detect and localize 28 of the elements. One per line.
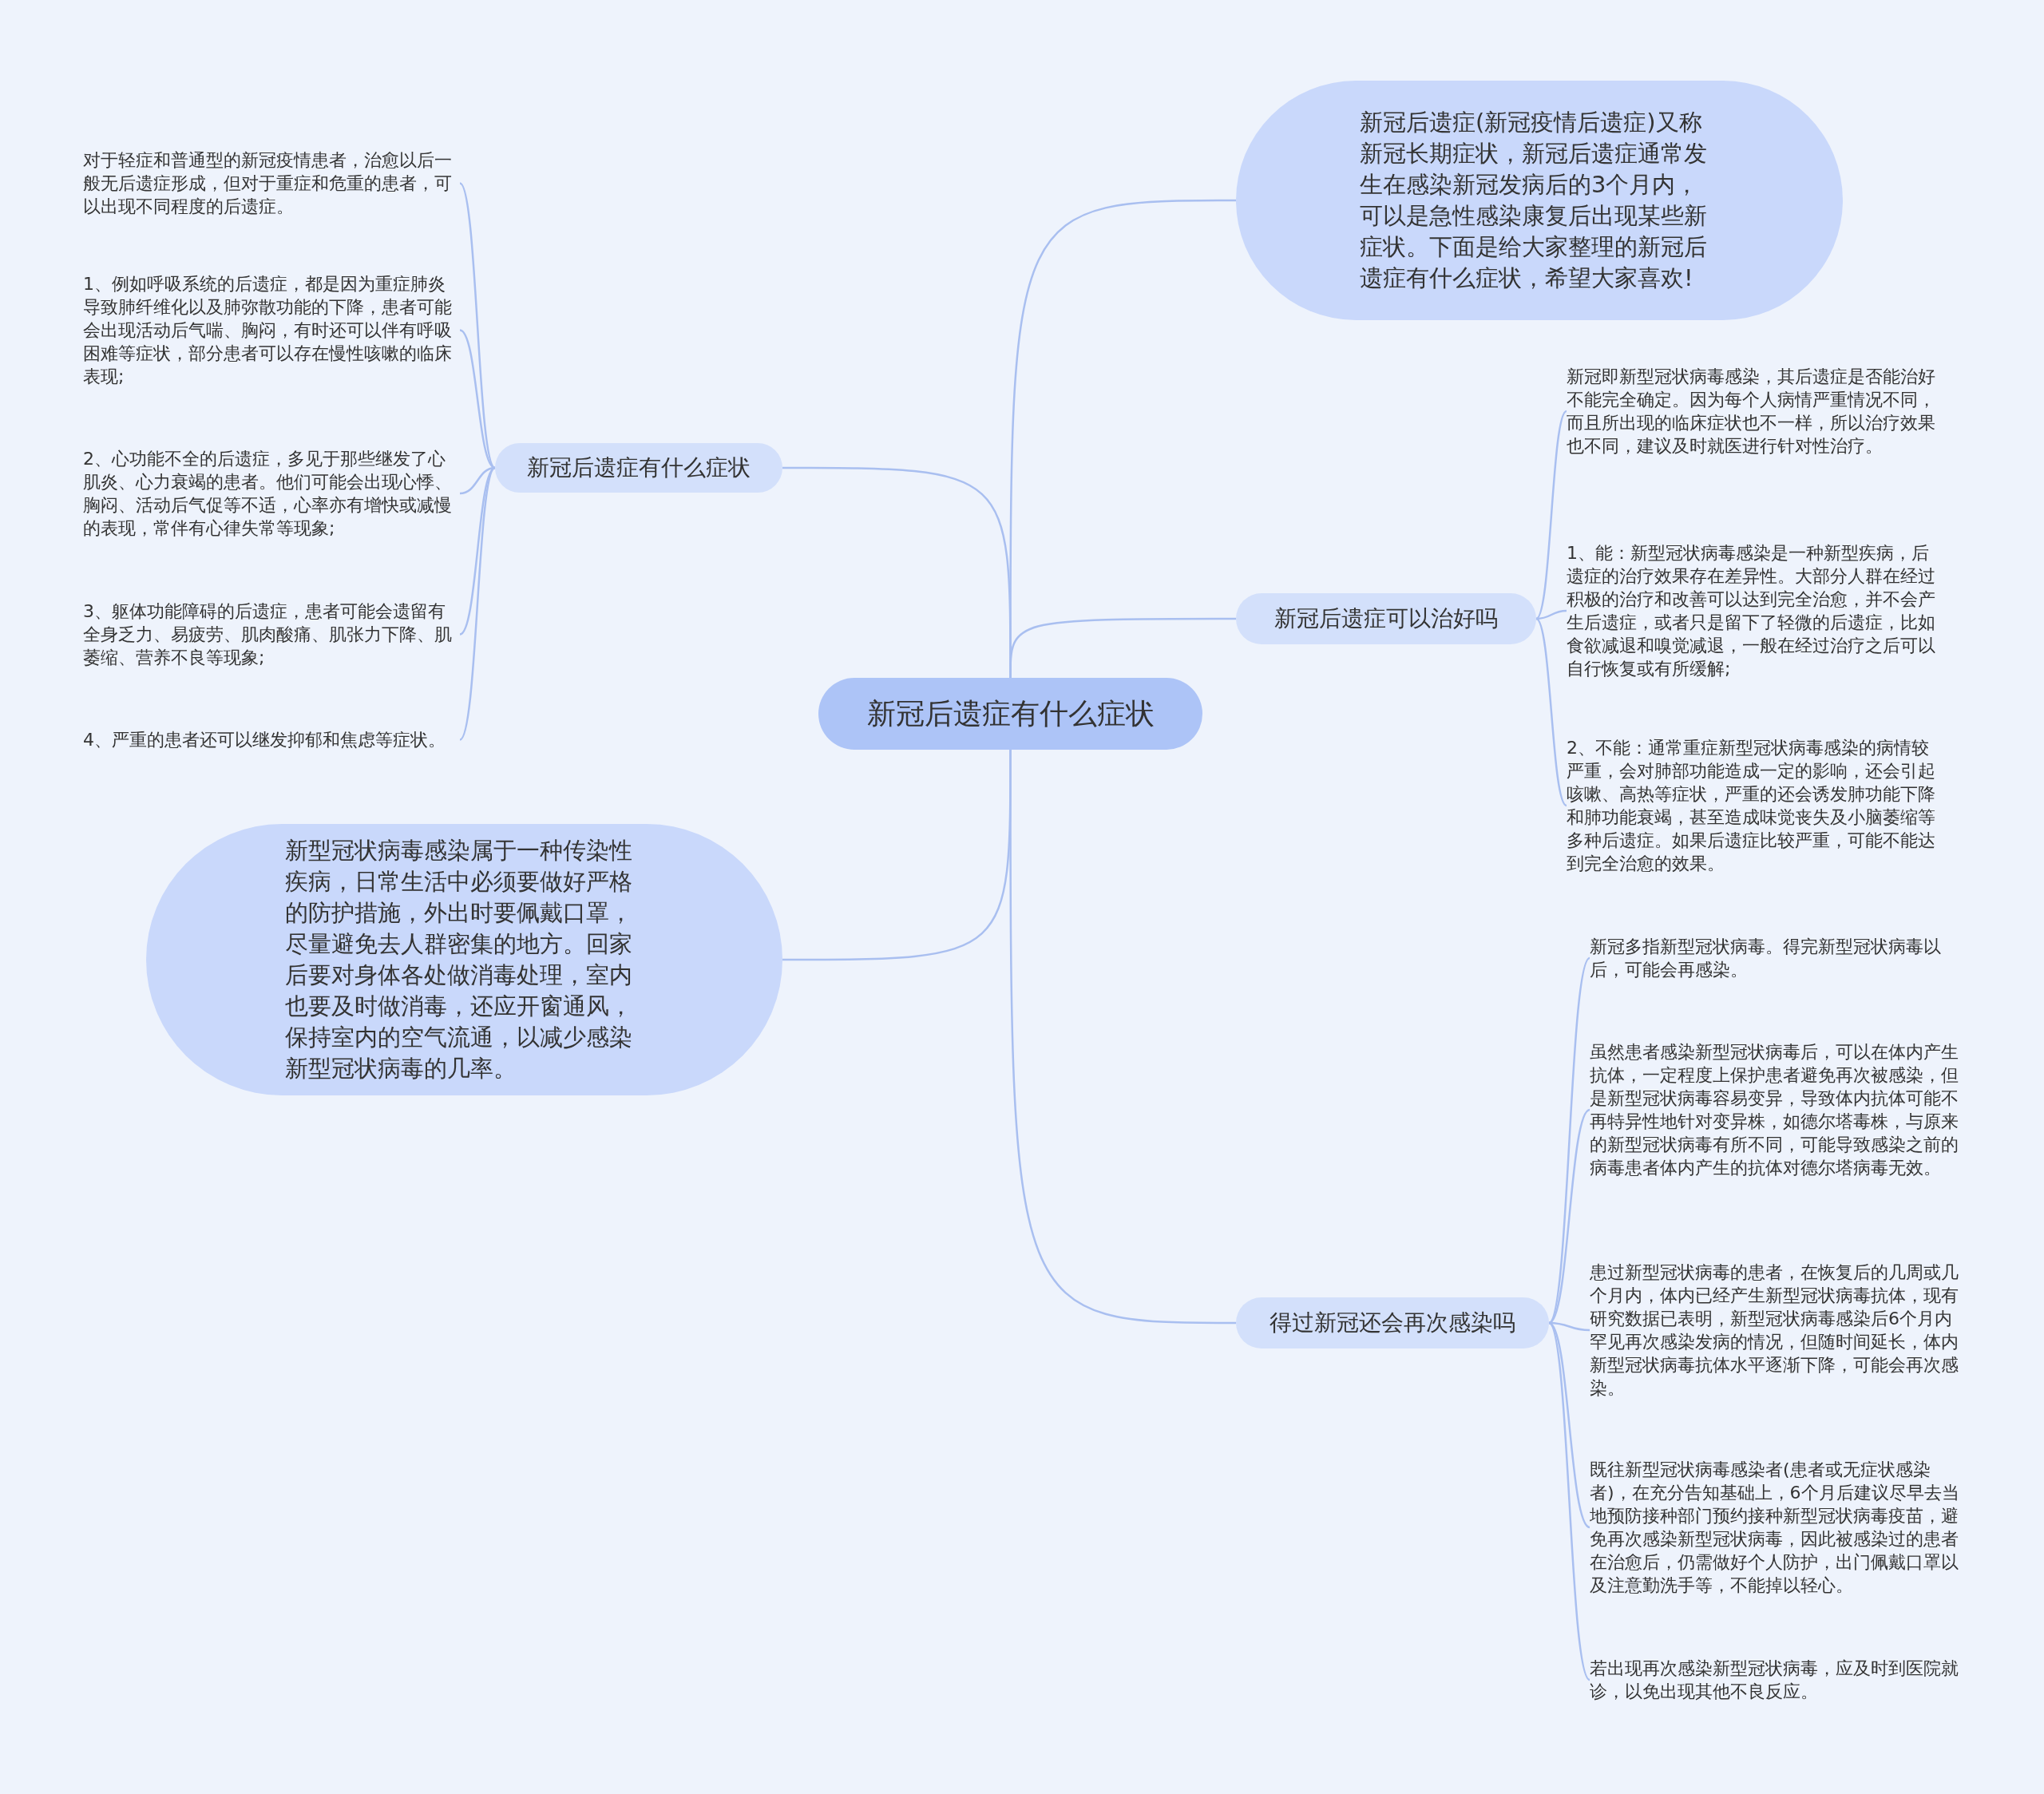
note-text: 新冠即新型冠状病毒感染，其后遗症是否能治好不能完全确定。因为每个人病情严重情况不同，而且所出现的临床症状也不一样，所以治疗效果也不同，建议及时就医进行针对性治疗。 [1567,365,1943,457]
connector-line [1535,410,1567,620]
branch-box: 新冠后遗症有什么症状 [495,443,782,493]
connector-line [1535,618,1567,806]
connector-line [1547,1322,1591,1681]
connector-line [1535,609,1567,620]
note-text: 若出现再次感染新型冠状病毒，应及时到医院就诊，以免出现其他不良反应。 [1590,1657,1967,1703]
note-text: 1、例如呼吸系统的后遗症，都是因为重症肺炎导致肺纤维化以及肺弥散功能的下降，患者可能会出现活动后气喘、胸闷，有时还可以伴有呼吸困难等症状，部分患者可以存在慢性咳嗽的临床表现; [83,272,460,388]
note-text: 既往新型冠状病毒感染者(患者或无症状感染者)，在充分告知基础上，6个月后建议尽早去当地预防接种部门预约接种新型冠状病毒疫苗，避免再次感染新型冠状病毒，因此被感染过的患者在治愈后，仍需做好个人防护，出门佩戴口罩以及注意勤洗手等，不能掉以轻心。 [1590,1458,1967,1597]
topic-box: 新冠后遗症有什么症状 [818,678,1202,750]
connector-line [1548,1109,1590,1324]
note-text: 2、不能：通常重症新型冠状病毒感染的病情较严重，会对肺部功能造成一定的影响，还会引起咳嗽、高热等症状，严重的还会诱发肺功能下降和肺功能衰竭，甚至造成味觉丧失及小脑萎缩等多种后遗症。如果后遗症比较严重，可能不能达到完全治愈的效果。 [1567,736,1943,875]
note-text: 虽然患者感染新型冠状病毒后，可以在体内产生抗体，一定程度上保护患者避免再次被感染，但是新型冠状病毒容易变异，导致体内抗体可能不再特异性地针对变异株，如德尔塔毒株，与原来的新型冠状病毒有所不同，可能导致感染之前的病毒患者体内产生的抗体对德尔塔病毒无效。 [1590,1040,1967,1179]
note-text: 1、能：新型冠状病毒感染是一种新型疾病，后遗症的治疗效果存在差异性。大部分人群在经过积极的治疗和改善可以达到完全治愈，并不会产生后遗症，或者只是留下了轻微的后遗症，比如食欲减退和嗅觉减退，一般在经过治疗之后可以自行恢复或有所缓解; [1567,541,1943,680]
note-bubble: 新型冠状病毒感染属于一种传染性疾病，日常生活中必须要做好严格的防护措施，外出时要佩戴口罩，尽量避免去人群密集的地方。回家后要对身体各处做消毒处理，室内也要及时做消毒，还应开窗通风，保持室内的空气流通，以减少感染新型冠状病毒的几率。 [146,824,782,1095]
connector-line [459,182,496,469]
branch-box: 新冠后遗症可以治好吗 [1236,593,1536,644]
note-text: 3、躯体功能障碍的后遗症，患者可能会遗留有全身乏力、易疲劳、肌肉酸痛、肌张力下降、肌萎缩、营养不良等现象; [83,600,460,669]
connector-line [459,467,496,741]
branch-box: 得过新冠还会再次感染吗 [1236,1297,1549,1348]
note-text: 新冠多指新型冠状病毒。得完新型冠状病毒以后，可能会再感染。 [1590,935,1967,981]
note-text: 患过新型冠状病毒的患者，在恢复后的几周或几个月内，体内已经产生新型冠状病毒抗体，现有研究数据已表明，新型冠状病毒感染后6个月内罕见再次感染发病的情况，但随时间延长，体内新型冠状病毒抗体水平逐渐下降，可能会再次感染。 [1590,1261,1967,1400]
note-text: 2、心功能不全的后遗症，多见于那些继发了心肌炎、心力衰竭的患者。他们可能会出现心悸、胸闷、活动后气促等不适，心率亦有增快或减慢的表现，常伴有心律失常等现象; [83,447,460,540]
note-bubble: 新冠后遗症(新冠疫情后遗症)又称新冠长期症状，新冠后遗症通常发生在感染新冠发病后的3个月内，可以是急性感染康复后出现某些新症状。下面是给大家整理的新冠后遗症有什么症状，希望大家喜欢! [1236,81,1843,320]
note-text: 对于轻症和普通型的新冠疫情患者，治愈以后一般无后遗症形成，但对于重症和危重的患者，可以出现不同程度的后遗症。 [83,149,460,218]
note-text: 4、严重的患者还可以继发抑郁和焦虑等症状。 [83,728,460,751]
connector-line [1009,617,1236,678]
connector-line [1009,750,1236,1325]
